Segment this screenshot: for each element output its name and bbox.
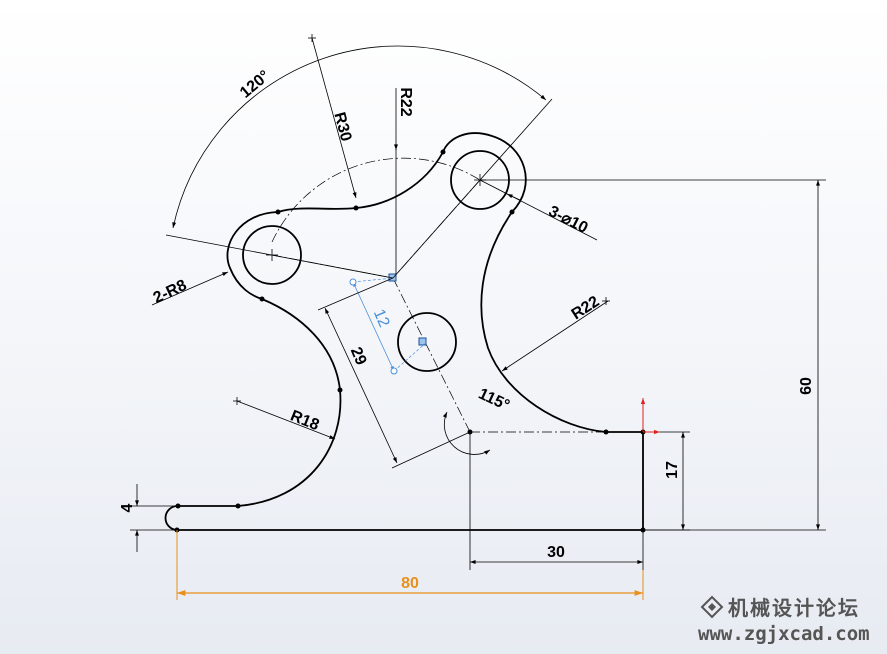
dim-80[interactable]: 80 — [176, 530, 644, 600]
dim-r8[interactable]: 2-R8 — [151, 271, 229, 307]
svg-text:2-R8: 2-R8 — [151, 277, 190, 307]
watermark-title: 机械设计论坛 — [728, 596, 860, 620]
axis-triad — [640, 398, 660, 435]
hole-center-point[interactable] — [418, 337, 427, 346]
svg-text:120°: 120° — [237, 67, 273, 101]
logo-icon — [700, 595, 724, 619]
dim-r22-right[interactable]: R22 — [501, 293, 610, 372]
svg-text:60: 60 — [798, 377, 815, 395]
svg-text:R22: R22 — [397, 87, 414, 116]
svg-text:3-⌀10: 3-⌀10 — [546, 203, 591, 237]
dim-r18[interactable]: R18 — [233, 397, 336, 440]
hole-middle[interactable] — [397, 312, 457, 372]
svg-text:30: 30 — [547, 544, 565, 561]
part-outline[interactable] — [164, 132, 644, 531]
svg-text:R22: R22 — [569, 293, 603, 323]
dim-r30[interactable]: R30 — [308, 34, 357, 199]
svg-text:4: 4 — [119, 503, 136, 512]
watermark: 机械设计论坛 www.zgjxcad.com — [698, 595, 870, 645]
svg-text:R18: R18 — [288, 407, 322, 434]
svg-text:17: 17 — [664, 461, 681, 479]
svg-text:29: 29 — [347, 345, 370, 368]
sketch-points — [174, 149, 646, 533]
svg-text:115°: 115° — [476, 385, 512, 414]
dim-60[interactable]: 60 — [480, 179, 826, 531]
dim-4[interactable]: 4 — [119, 484, 175, 552]
centerlines — [271, 157, 642, 433]
watermark-url: www.zgjxcad.com — [698, 623, 870, 645]
dim-angle-115[interactable]: 115° — [442, 385, 512, 455]
svg-text:80: 80 — [401, 575, 419, 592]
dim-holes-3-dia10[interactable]: 3-⌀10 — [479, 179, 598, 241]
dim-r22-top[interactable]: R22 — [394, 87, 414, 274]
dim-17[interactable]: 17 — [643, 431, 690, 531]
dim-30[interactable]: 30 — [469, 432, 644, 570]
dim-29[interactable]: 29 — [317, 277, 471, 469]
svg-text:R30: R30 — [330, 110, 354, 143]
